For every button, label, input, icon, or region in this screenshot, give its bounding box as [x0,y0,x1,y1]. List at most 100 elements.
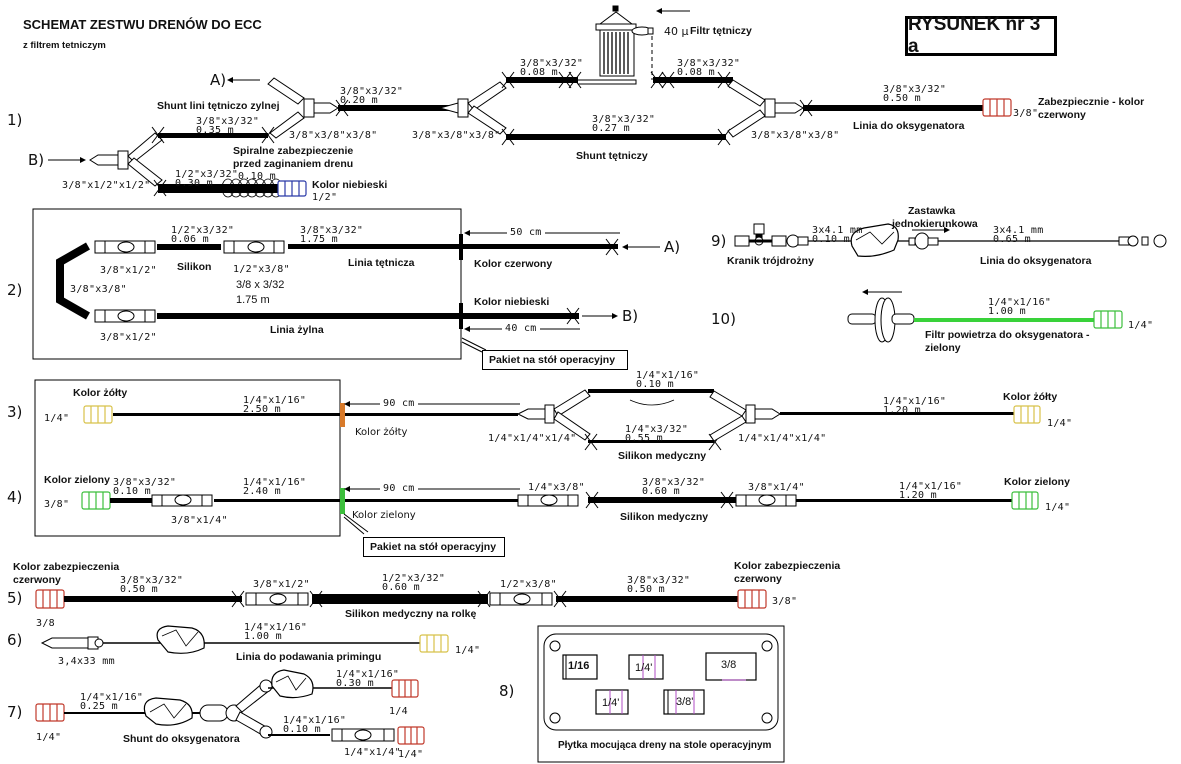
page-title: SCHEMAT ZESTWU DRENÓW DO ECC [23,17,262,32]
connector-label: 3/8"x1/2" [253,579,310,590]
section4-drawing [81,486,1039,535]
section5-drawing [35,589,767,609]
marker-green [340,488,345,514]
tube-250 [113,413,518,416]
clip-slot [628,654,664,680]
air-filter-label: zielony [925,342,961,354]
valve-label: jednokierunkowa [892,218,978,230]
connector-2-bottom [94,309,156,323]
tube-length: 0.50 m [120,584,158,595]
clip-size: 3/8 [721,659,737,671]
distance-label: 90 cm [380,484,418,494]
connector-2-mid [223,240,285,254]
tube-length: 0.30 m [175,178,213,189]
section8-drawing [537,625,785,763]
tube-length: 0.10 m [812,234,850,245]
tube-length: 1.20 m [899,490,937,501]
green-cap-icon [1011,491,1039,510]
oxy-line-label: Linia do oksygenatora [980,255,1092,267]
air-filter-icon [847,297,915,343]
tube-030 [158,184,278,193]
tube-length: 0.55 m [625,433,663,444]
loop-tube [56,242,90,320]
tube-size: 1/4"x1/16" [899,481,963,492]
connector-label: 1/2"x3/8" [233,264,290,275]
tube-length: 1.00 m [244,631,282,642]
shunt-av-label: Shunt lini tętniczo zylnej [157,100,280,112]
valve-label: Zastawka [908,205,956,217]
section1-drawing [48,5,1012,198]
section7-drawing [35,669,425,745]
connector-5-1 [245,592,309,606]
tube-length: 0.60 m [642,486,680,497]
marker-blue [459,303,463,329]
tube-055 [588,440,714,443]
tube-length: 2.50 m [243,404,281,415]
venous-tube-length: 1.75 m [236,294,270,306]
color-label: Kolor niebieski [312,179,388,191]
arrow-head-icon [227,77,233,83]
connector-label: 3/8"x1/4" [171,515,228,526]
silicon-roll-label: Silikon medyczny na rolkę [345,608,477,620]
connector-label: 3/8"x3/8"x3/8" [412,130,501,141]
stopcock-label: Kranik trójdrożny [727,255,814,267]
red-note: Zabezpiecznie - kolor [1038,96,1145,108]
color-label: Kolor zielony [44,474,110,486]
section-number: 6) [7,631,23,649]
packet-callout: Pakiet na stół operacyjny [363,537,505,557]
tube-size: 1/4"x1/16" [988,297,1052,308]
tube-size: 3/8"x3/32" [340,86,404,97]
tube-027 [506,134,726,140]
tube-size: 1/4"x1/16" [636,370,700,381]
arterial-line [288,244,618,249]
connector-7 [331,728,395,742]
silicon-label: Silikon medyczny [618,450,707,462]
silicon-label: Silikon [177,261,212,273]
red-cap-icon [982,98,1012,117]
y-connector-3-right [709,390,781,442]
red-cap-icon [35,703,65,722]
section6-drawing [40,625,449,654]
y-connector-3-left [516,389,591,441]
oxy-line-label: Linia do oksygenatora [853,120,965,132]
tube-size: 1/4"x3/32" [625,424,689,435]
yellow-cap-icon [83,405,113,424]
clip-size: 3/8' [676,696,694,708]
tube-120-4 [796,499,1012,502]
callout-pointer [461,337,487,353]
tube-010-4 [110,498,152,503]
tube-size: 1/4"x1/16" [243,477,307,488]
section-number: 7) [7,703,23,721]
plate-label: Płytka mocująca dreny na stole operacyjn… [558,740,772,751]
connector-label: 3/8"x3/8"x3/8" [289,130,378,141]
packet-box-34 [34,379,341,537]
tube-008a [506,77,578,83]
spiral-note: przed zaginaniem drenu [233,158,354,170]
clip-size: 1/4' [602,697,620,709]
page-subtitle: z filtrem tetniczym [23,40,106,51]
section10-drawing [847,289,1123,343]
clip-slot [595,689,629,715]
color-label: Kolor zielony [1004,476,1070,488]
tube-size: 3/8"x3/32" [642,477,706,488]
tube-clamp-icon [271,669,314,699]
yellow-cap-icon [419,634,449,653]
tube-length: 1.20 m [883,405,921,416]
section-number: 9) [711,232,727,250]
end-connector-icon [1118,234,1167,248]
tube-clamp-icon [850,223,899,257]
label-a: A) [210,71,227,89]
tube-size: 1/4"x1/16" [243,395,307,406]
distance-label: 90 cm [380,399,418,409]
tube-size: 1/4"x1/16" [883,396,947,407]
tube-size: 3/8"x3/32" [883,84,947,95]
cap-size: 3/8" [44,499,70,510]
clip-slot [663,689,705,715]
tube-035 [158,133,268,138]
clip-slot [705,652,757,681]
packet-callout: Pakiet na stół operacyjny [482,350,628,370]
red-note: czerwony [1038,109,1086,121]
tube-060-5 [312,594,488,604]
section3-drawing [34,379,1041,537]
connector-label: 1/4"x1/4" [344,747,401,758]
